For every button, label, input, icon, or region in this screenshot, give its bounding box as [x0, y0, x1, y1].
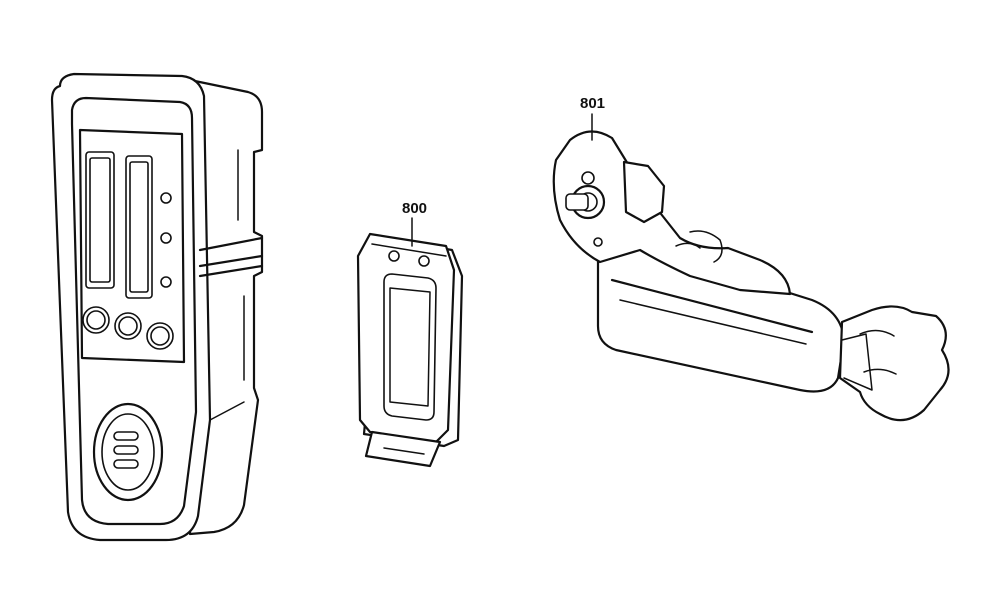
callout-label-800: 800 — [402, 200, 427, 217]
callout-801: 801 — [580, 95, 605, 141]
mounting-bracket-part — [552, 130, 950, 422]
callout-label-801: 801 — [580, 95, 605, 112]
callout-800: 800 — [402, 200, 427, 247]
battery-cover-part — [356, 232, 464, 468]
laser-receiver-body — [50, 72, 264, 542]
